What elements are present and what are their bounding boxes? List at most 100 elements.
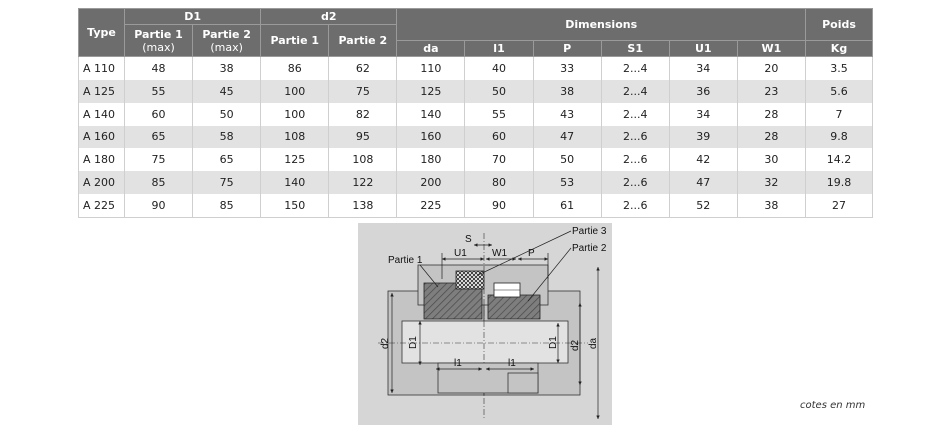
partie2-section <box>487 294 541 320</box>
cell-d1-p2: 85 <box>192 194 262 219</box>
cell-s1: 2...6 <box>600 171 670 195</box>
label-partie2: Partie 2 <box>572 243 607 254</box>
label-da: da <box>588 337 599 349</box>
partie3-elastic-element <box>455 270 485 290</box>
cell-kg: 27 <box>805 194 873 219</box>
cell-da: 140 <box>396 102 466 126</box>
cell-kg: 3.5 <box>805 56 873 80</box>
d1-partie2-header: Partie 2 (max) <box>192 24 262 57</box>
cell-type: A 180 <box>78 148 125 172</box>
table-row: A 160 65 58 108 95 160 60 47 2...6 39 28… <box>78 125 873 149</box>
cell-l1: 40 <box>464 56 534 80</box>
col-type-header: Type <box>78 8 125 57</box>
cell-type: A 160 <box>78 125 125 149</box>
cell-l1: 80 <box>464 171 534 195</box>
col-d2-header: d2 <box>260 8 398 25</box>
table-row: A 200 85 75 140 122 200 80 53 2...6 47 3… <box>78 171 873 195</box>
dim-u1-header: U1 <box>668 40 738 57</box>
cell-p: 61 <box>532 194 602 219</box>
cell-l1: 90 <box>464 194 534 219</box>
cell-d2-p2: 122 <box>328 171 398 195</box>
table-row: A 110 48 38 86 62 110 40 33 2...4 34 20 … <box>78 56 873 80</box>
cell-u1: 42 <box>668 148 738 172</box>
left-dimensions <box>390 293 422 393</box>
cell-d2-p1: 150 <box>260 194 330 219</box>
dim-da-header: da <box>396 40 466 57</box>
cell-d2-p2: 75 <box>328 79 398 103</box>
cell-w1: 38 <box>736 194 807 219</box>
cell-s1: 2...6 <box>600 125 670 149</box>
cell-p: 33 <box>532 56 602 80</box>
cell-type: A 125 <box>78 79 125 103</box>
label-d1-left: D1 <box>408 336 419 349</box>
cell-d2-p2: 138 <box>328 194 398 219</box>
cell-kg: 7 <box>805 102 873 126</box>
cell-d1-p1: 75 <box>123 148 194 172</box>
cell-l1: 55 <box>464 102 534 126</box>
cell-d2-p1: 86 <box>260 56 330 80</box>
cell-s1: 2...4 <box>600 56 670 80</box>
cell-d1-p1: 65 <box>123 125 194 149</box>
cell-kg: 19.8 <box>805 171 873 195</box>
cell-d2-p1: 108 <box>260 125 330 149</box>
top-dimensions <box>441 243 549 279</box>
cell-s1: 2...6 <box>600 148 670 172</box>
right-dimensions <box>556 267 600 419</box>
d2-partie1-header: Partie 1 <box>260 24 330 57</box>
label-p: P <box>528 248 535 259</box>
d1-partie2-label: Partie 2 <box>202 27 251 41</box>
cell-d2-p2: 95 <box>328 125 398 149</box>
cell-w1: 32 <box>736 171 807 195</box>
table-row: A 140 60 50 100 82 140 55 43 2...4 34 28… <box>78 102 873 126</box>
cell-w1: 28 <box>736 102 807 126</box>
label-u1: U1 <box>454 248 467 259</box>
cell-p: 47 <box>532 125 602 149</box>
cell-u1: 34 <box>668 56 738 80</box>
dim-l1-header: l1 <box>464 40 534 57</box>
cell-d2-p1: 100 <box>260 79 330 103</box>
cell-d1-p1: 60 <box>123 102 194 126</box>
label-d2-left: d2 <box>380 337 391 349</box>
cell-d1-p1: 90 <box>123 194 194 219</box>
poids-unit-header: Kg <box>805 40 873 57</box>
label-partie1: Partie 1 <box>388 255 423 266</box>
col-poids-header: Poids <box>805 8 873 41</box>
cell-d2-p1: 100 <box>260 102 330 126</box>
cell-w1: 23 <box>736 79 807 103</box>
cell-d2-p1: 125 <box>260 148 330 172</box>
cell-d1-p1: 55 <box>123 79 194 103</box>
cell-l1: 50 <box>464 79 534 103</box>
dim-w1-header: W1 <box>736 40 807 57</box>
cell-da: 110 <box>396 56 466 80</box>
cell-kg: 14.2 <box>805 148 873 172</box>
coupling-technical-drawing: S U1 W1 P Partie 1 Partie 3 Partie 2 d2 … <box>358 223 612 425</box>
cell-d1-p2: 45 <box>192 79 262 103</box>
cell-p: 50 <box>532 148 602 172</box>
cell-type: A 225 <box>78 194 125 219</box>
label-l1-left: l1 <box>454 358 462 369</box>
cell-da: 160 <box>396 125 466 149</box>
cell-d1-p2: 58 <box>192 125 262 149</box>
cell-u1: 52 <box>668 194 738 219</box>
cell-u1: 36 <box>668 79 738 103</box>
d1-partie1-label: Partie 1 <box>134 27 183 41</box>
cell-p: 38 <box>532 79 602 103</box>
label-s: S <box>465 234 472 245</box>
table-row: A 225 90 85 150 138 225 90 61 2...6 52 3… <box>78 194 873 219</box>
cell-p: 43 <box>532 102 602 126</box>
cell-w1: 28 <box>736 125 807 149</box>
label-l1-right: l1 <box>508 358 516 369</box>
cell-da: 200 <box>396 171 466 195</box>
cell-type: A 110 <box>78 56 125 80</box>
cell-d1-p2: 75 <box>192 171 262 195</box>
cell-d1-p2: 65 <box>192 148 262 172</box>
cell-type: A 140 <box>78 102 125 126</box>
cell-da: 225 <box>396 194 466 219</box>
table-row: A 180 75 65 125 108 180 70 50 2...6 42 3… <box>78 148 873 172</box>
cell-l1: 70 <box>464 148 534 172</box>
cell-w1: 20 <box>736 56 807 80</box>
units-note: cotes en mm <box>800 400 866 411</box>
cell-d1-p2: 38 <box>192 56 262 80</box>
cell-type: A 200 <box>78 171 125 195</box>
dim-s1-header: S1 <box>600 40 670 57</box>
